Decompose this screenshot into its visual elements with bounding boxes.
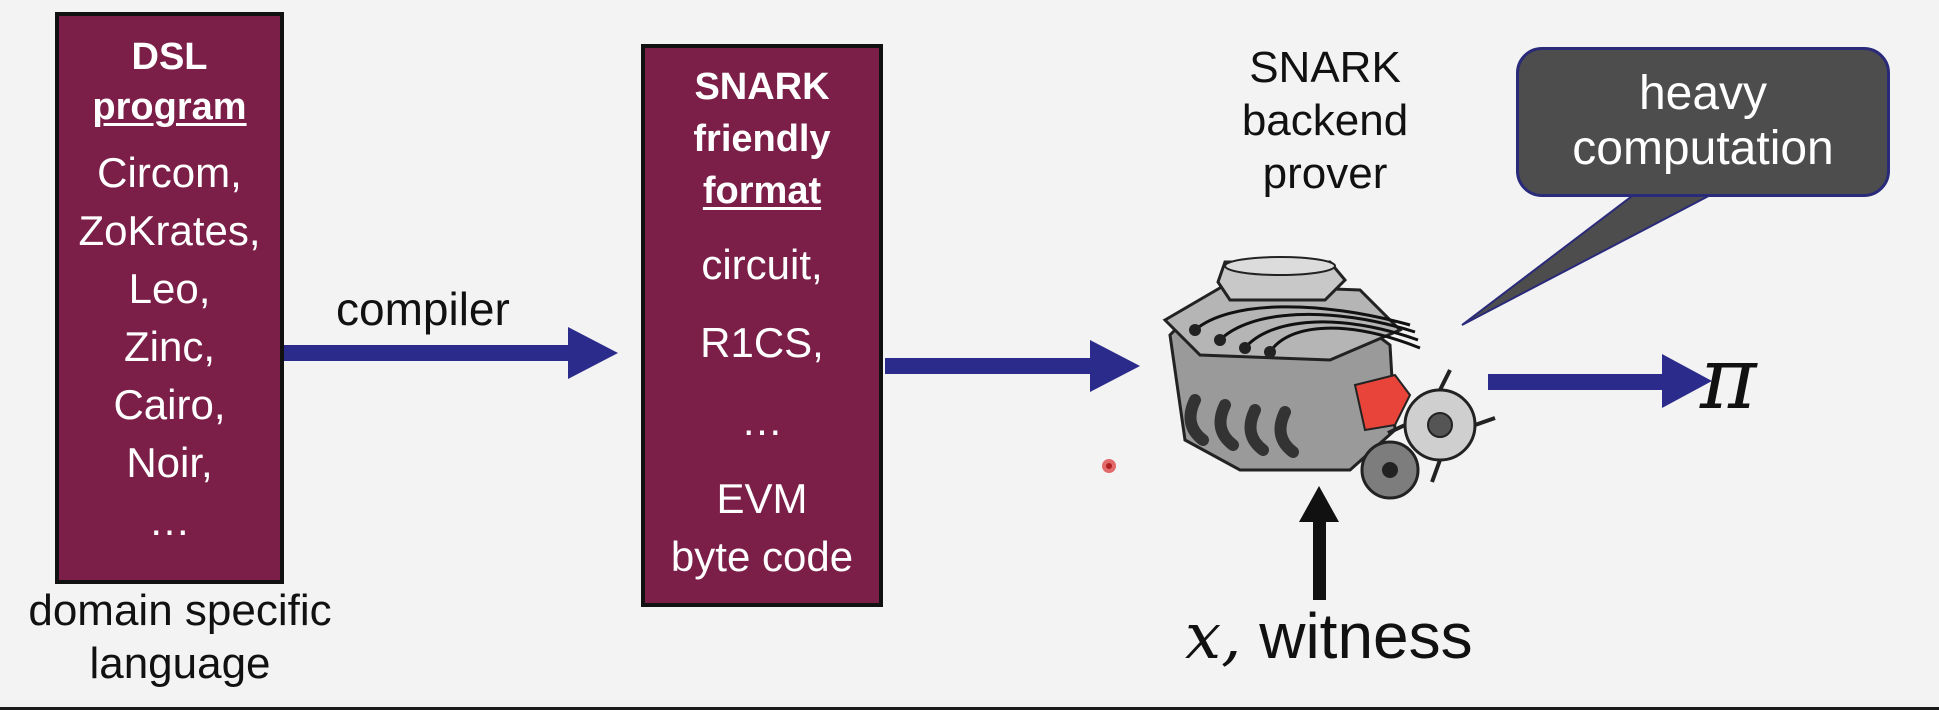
snark-item: circuit, bbox=[701, 241, 823, 288]
proof-pi-label: π bbox=[1700, 329, 1757, 429]
callout-line1: heavy bbox=[1638, 67, 1768, 120]
heavy-computation-callout: heavy computation bbox=[1516, 47, 1890, 197]
snark-item: byte code bbox=[670, 533, 854, 580]
witness-arrow bbox=[1299, 486, 1339, 600]
callout-tail bbox=[1461, 189, 1721, 326]
dsl-item: Cairo, bbox=[113, 381, 226, 428]
dsl-item: Leo, bbox=[128, 265, 211, 312]
snark-format-box: SNARK friendly format circuit, R1CS, … E… bbox=[641, 44, 883, 607]
dsl-item: Zinc, bbox=[123, 323, 215, 370]
snark-title-line1: SNARK bbox=[694, 66, 830, 108]
format-to-prover-arrow bbox=[885, 340, 1140, 392]
prover-label-line1: SNARK bbox=[1249, 43, 1401, 92]
snark-item: EVM bbox=[716, 475, 808, 522]
witness-label: witness bbox=[1259, 600, 1473, 672]
compiler-arrow bbox=[284, 327, 618, 379]
snark-title-line3: format bbox=[702, 170, 822, 212]
dsl-caption: domain specific language bbox=[0, 585, 360, 691]
dsl-title-line2: program bbox=[92, 86, 247, 128]
callout-line2: computation bbox=[1572, 122, 1834, 176]
laser-pointer-dot bbox=[1102, 459, 1116, 473]
snark-item: … bbox=[741, 397, 783, 444]
prover-label-line2: backend bbox=[1241, 95, 1409, 145]
statement-x: x, bbox=[1185, 600, 1242, 674]
dsl-item: ZoKrates, bbox=[78, 207, 261, 254]
prover-to-proof-arrow bbox=[1488, 354, 1712, 408]
prover-label-line3: prover bbox=[1262, 148, 1388, 198]
engine-icon bbox=[1162, 256, 1496, 500]
dsl-caption-line2: language bbox=[89, 638, 271, 688]
snark-item: R1CS, bbox=[700, 319, 824, 366]
dsl-program-box: DSL program Circom, ZoKrates, Leo, Zinc,… bbox=[55, 12, 284, 584]
snark-title-line2: friendly bbox=[693, 118, 831, 160]
prover-label: SNARK backend prover bbox=[1185, 42, 1465, 200]
dsl-item: Noir, bbox=[126, 439, 213, 486]
bottom-border bbox=[0, 707, 1939, 710]
dsl-caption-line1: domain specific bbox=[28, 586, 332, 635]
prover-inputs-label: x, witness bbox=[1185, 600, 1473, 675]
dsl-item: Circom, bbox=[97, 149, 242, 196]
dsl-title-line1: DSL bbox=[131, 36, 208, 78]
dsl-item: … bbox=[148, 497, 191, 544]
compiler-label: compiler bbox=[336, 283, 510, 335]
